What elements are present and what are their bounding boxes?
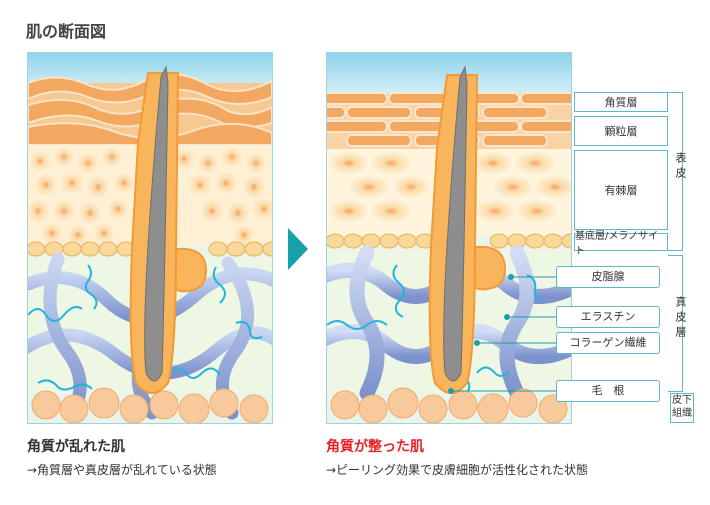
subcaption-right: →ピーリング効果で皮膚細胞が活性化された状態 bbox=[326, 463, 589, 477]
label-collagen-fiber: コラーゲン繊維 bbox=[556, 332, 660, 354]
label-stratum-corneum: 角質層 bbox=[574, 92, 668, 112]
skin-diagram-ordered bbox=[326, 52, 572, 424]
label-sebaceous-gland: 皮脂腺 bbox=[556, 266, 660, 288]
label-subcutaneous: 皮下組織 bbox=[670, 393, 694, 423]
dermis-bracket bbox=[668, 255, 683, 392]
label-epidermis: 表皮 bbox=[674, 152, 687, 182]
label-basal-layer: 基底層/メラノサイト bbox=[574, 231, 668, 257]
label-spinous-layer: 有棘層 bbox=[574, 150, 668, 230]
page-title: 肌の断面図 bbox=[26, 22, 107, 41]
label-granular-layer: 顆粒層 bbox=[574, 116, 668, 146]
epidermis-bracket bbox=[668, 92, 683, 251]
skin-diagram-disordered bbox=[27, 52, 273, 424]
subcaption-left: →角質層や真皮層が乱れている状態 bbox=[27, 463, 217, 477]
caption-left: 角質が乱れた肌 bbox=[27, 439, 125, 455]
label-elastin: エラスチン bbox=[556, 306, 660, 328]
caption-right: 角質が整った肌 bbox=[326, 439, 424, 455]
label-hair-root: 毛 根 bbox=[556, 380, 660, 402]
arrow-right-icon bbox=[288, 228, 308, 270]
label-dermis: 真皮層 bbox=[674, 296, 687, 341]
